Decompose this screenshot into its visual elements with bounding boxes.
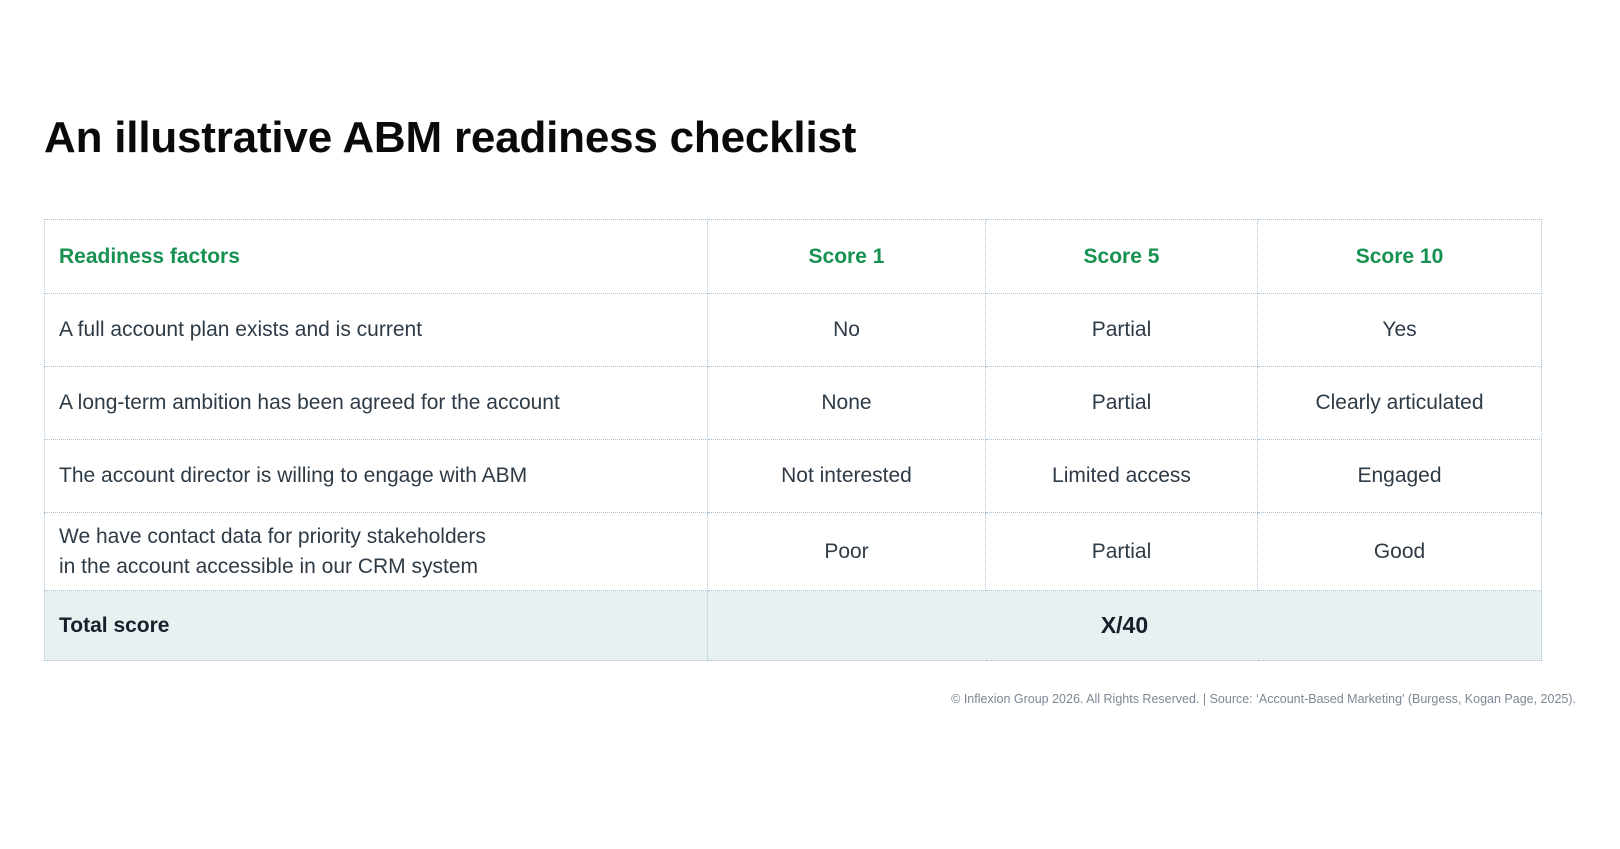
total-score-value: X/40 (707, 590, 1542, 661)
score-5-cell: Limited access (985, 439, 1258, 513)
score-5-cell: Partial (985, 366, 1258, 440)
score-10-cell: Engaged (1257, 439, 1542, 513)
column-header-score-5: Score 5 (985, 219, 1258, 294)
column-header-readiness-factors: Readiness factors (44, 219, 708, 294)
score-5-cell: Partial (985, 512, 1258, 591)
total-score-row: Total score X/40 (44, 590, 1542, 661)
readiness-checklist-table: Readiness factors Score 1 Score 5 Score … (44, 219, 1542, 661)
score-1-cell: Not interested (707, 439, 986, 513)
readiness-factor-cell: A full account plan exists and is curren… (44, 293, 708, 367)
score-1-cell: None (707, 366, 986, 440)
table-header-row: Readiness factors Score 1 Score 5 Score … (44, 219, 1542, 294)
score-1-cell: Poor (707, 512, 986, 591)
readiness-factor-cell: The account director is willing to engag… (44, 439, 708, 513)
readiness-factor-cell: We have contact data for priority stakeh… (44, 512, 708, 591)
table-row: A long-term ambition has been agreed for… (44, 366, 1542, 440)
column-header-score-1: Score 1 (707, 219, 986, 294)
readiness-factor-line-1: We have contact data for priority stakeh… (59, 524, 486, 548)
score-10-cell: Yes (1257, 293, 1542, 367)
score-10-cell: Good (1257, 512, 1542, 591)
table-row: A full account plan exists and is curren… (44, 293, 1542, 367)
table-row: The account director is willing to engag… (44, 439, 1542, 513)
table-row: We have contact data for priority stakeh… (44, 512, 1542, 591)
column-header-score-10: Score 10 (1257, 219, 1542, 294)
score-1-cell: No (707, 293, 986, 367)
score-5-cell: Partial (985, 293, 1258, 367)
total-score-label: Total score (44, 590, 708, 661)
copyright-source-footer: © Inflexion Group 2026. All Rights Reser… (951, 692, 1576, 706)
page-title: An illustrative ABM readiness checklist (44, 113, 857, 162)
readiness-factor-line-2: in the account accessible in our CRM sys… (59, 554, 479, 578)
score-10-cell: Clearly articulated (1257, 366, 1542, 440)
readiness-factor-cell: A long-term ambition has been agreed for… (44, 366, 708, 440)
